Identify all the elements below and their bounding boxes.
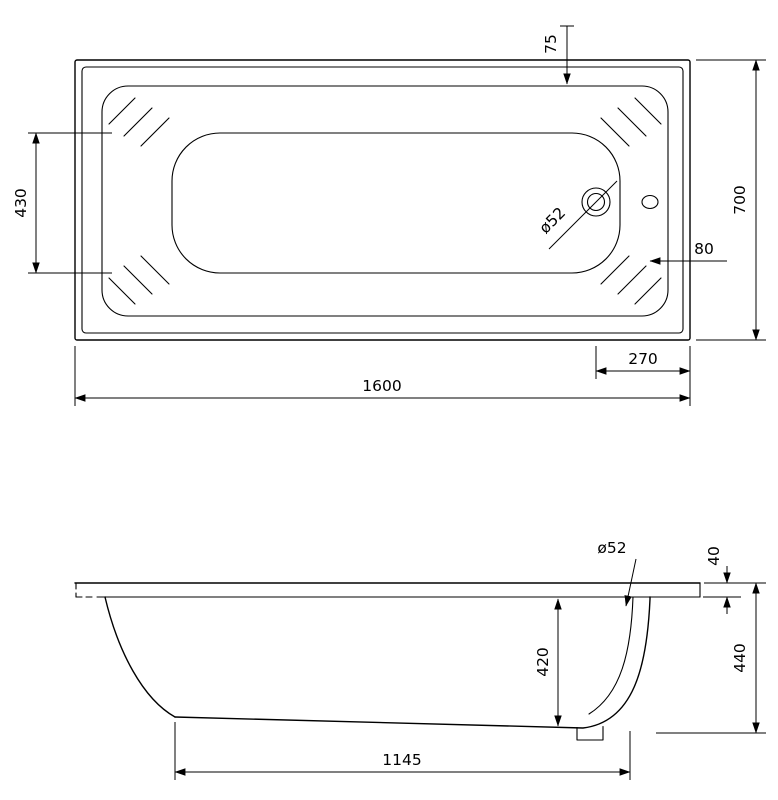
overall-length-value: 1600 xyxy=(362,377,401,395)
hatch-line xyxy=(634,277,662,305)
hatch-line xyxy=(600,117,630,147)
corner-hatch-marks xyxy=(108,97,662,305)
dim-inner-depth: 420 xyxy=(534,598,562,727)
top-view: ø52 75 430 700 80 xyxy=(12,25,766,406)
hatch-line xyxy=(108,277,136,305)
hatch-line xyxy=(108,97,136,125)
bottom-and-right-wall-profile xyxy=(174,596,651,729)
leader-line xyxy=(624,558,637,607)
overall-height-value: 440 xyxy=(731,643,749,673)
side-drain-diameter-label: ø52 xyxy=(597,539,626,557)
drain-inner-circle xyxy=(586,192,606,212)
hatch-line xyxy=(617,265,647,295)
dim-rim-inset: 75 xyxy=(542,25,574,85)
drain: ø52 xyxy=(536,180,618,250)
dim-floor-width: 430 xyxy=(12,132,112,274)
rim-inset-value: 75 xyxy=(542,34,560,54)
rim-thickness-value: 40 xyxy=(705,546,723,566)
hatch-line xyxy=(123,107,153,137)
floor-width-value: 430 xyxy=(12,188,30,218)
overflow-hole xyxy=(641,194,659,210)
basin-floor-edge xyxy=(171,132,621,274)
base-length-value: 1145 xyxy=(382,751,421,769)
overflow-to-edge-value: 80 xyxy=(694,240,714,258)
drain-leader-line xyxy=(548,180,618,250)
side-drain-callout: ø52 xyxy=(597,539,637,607)
dim-overall-width: 700 xyxy=(696,59,766,341)
hatch-line xyxy=(123,265,153,295)
dim-overall-height: 440 xyxy=(656,582,766,734)
hatch-line xyxy=(140,255,170,285)
inner-depth-value: 420 xyxy=(534,647,552,677)
side-view: ø52 40 420 440 1145 xyxy=(74,539,766,780)
drain-outlet xyxy=(576,725,604,741)
right-wall-inner-line xyxy=(588,596,634,715)
dim-drain-to-end: 270 xyxy=(595,346,691,406)
drain-to-end-value: 270 xyxy=(628,350,658,368)
dim-rim-thickness: 40 xyxy=(703,546,741,614)
hatch-line xyxy=(140,117,170,147)
left-wall-profile xyxy=(104,596,176,718)
drain-outer-circle xyxy=(581,187,611,217)
basin-top-edge xyxy=(101,85,669,317)
dim-overflow-to-edge: 80 xyxy=(649,240,727,265)
dim-base-length: 1145 xyxy=(174,722,631,780)
hatch-line xyxy=(634,97,662,125)
hatch-line xyxy=(617,107,647,137)
drain-diameter-label: ø52 xyxy=(536,204,569,237)
tub-outer-edge xyxy=(74,59,691,341)
overall-width-value: 700 xyxy=(731,185,749,215)
tub-rim-inner-line xyxy=(81,66,684,334)
dim-overall-length: 1600 xyxy=(74,346,691,406)
hatch-line xyxy=(600,255,630,285)
